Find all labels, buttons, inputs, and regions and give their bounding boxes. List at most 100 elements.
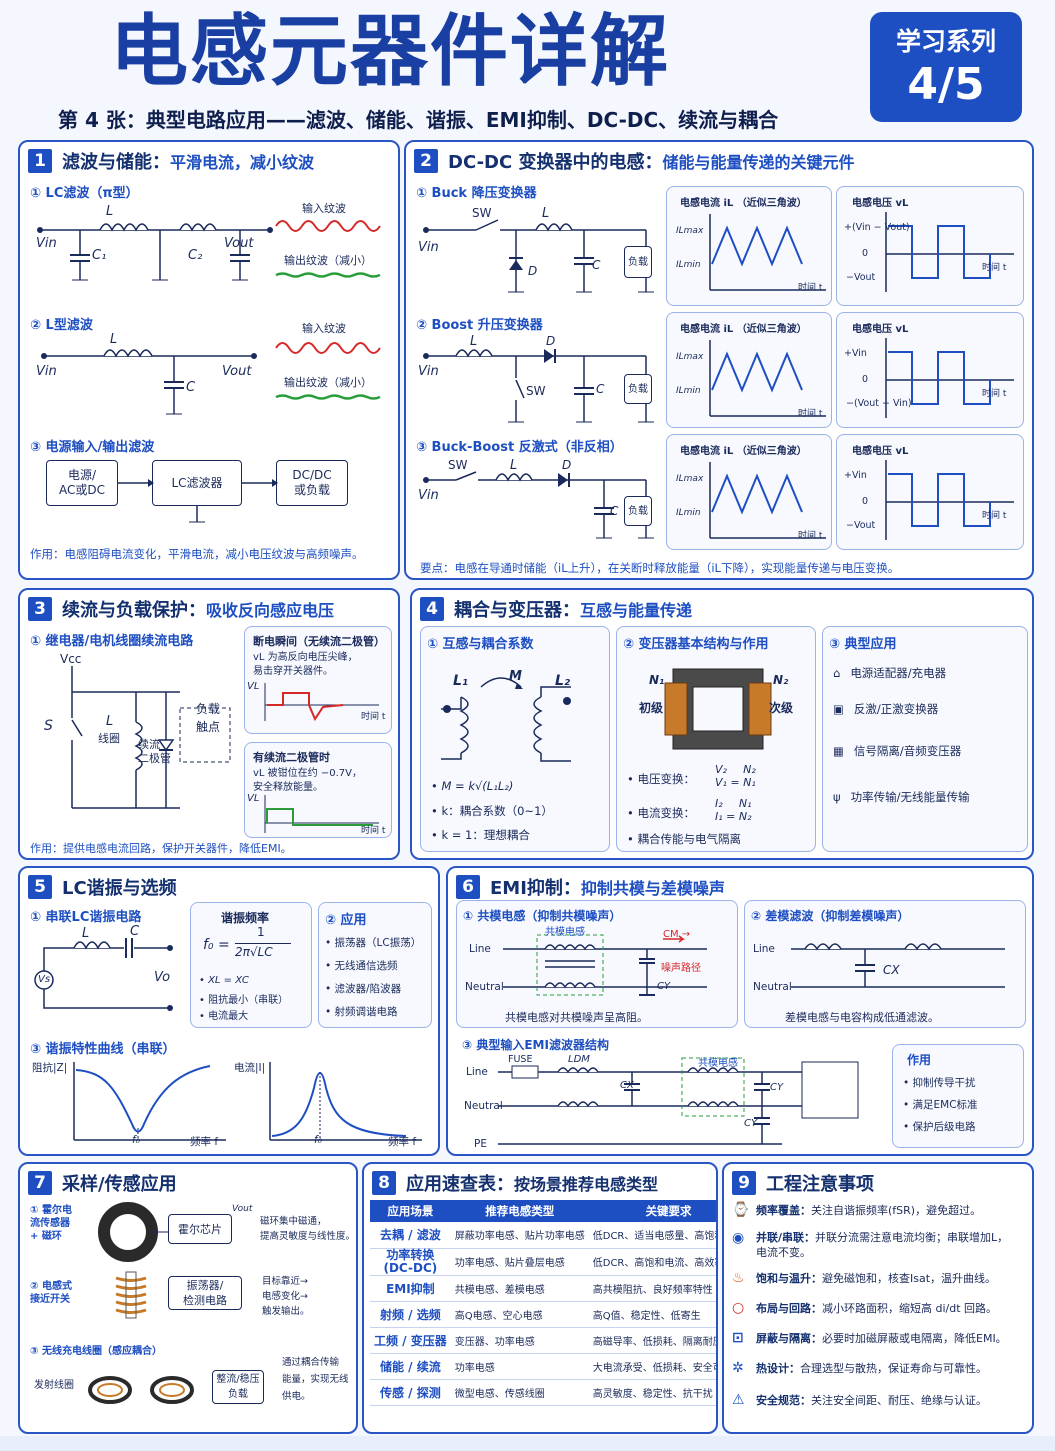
- section-number: 8: [372, 1171, 396, 1195]
- section-title: EMI抑制：: [490, 878, 581, 899]
- subheading-boost: ② Boost 升压变换器: [416, 318, 543, 333]
- boost-circuit: [423, 349, 654, 423]
- input-ripple-wave: [275, 220, 381, 232]
- subheading-emi-filter: ③ 典型输入EMI滤波器结构: [462, 1038, 609, 1052]
- noise-path-label: 噪声路径: [661, 963, 701, 974]
- cy-label-4: CY: [744, 1118, 758, 1129]
- section-title: 滤波与储能：: [62, 152, 170, 173]
- apps-box: ③ 典型应用 ⌂电源适配器/充电器 ▣反激/正激变换器 ▦信号隔离/音频变压器 …: [822, 626, 1028, 852]
- impedance-curve: [73, 1062, 226, 1141]
- vl-zero-label: 0: [862, 248, 869, 259]
- subheading-mutual: ① 互感与耦合系数: [427, 637, 534, 652]
- app-item-flyback: ▣反激/正激变换器: [833, 702, 939, 716]
- page-subtitle: 第 4 张：典型电路应用——滤波、储能、谐振、EMI抑制、DC-DC、续流与耦合: [58, 108, 779, 132]
- with-diode-text: vL 被钳位在约 −0.7V， 安全释放能量。: [253, 768, 362, 793]
- vl-top-label: +(Vin − Vout): [844, 222, 910, 233]
- note-item-layout: ○布局与回路：减小环路面积，缩短高 di/dt 回路。: [732, 1300, 998, 1316]
- table-row: EMI抑制共模电感、差模电感高共模阻抗、良好频率特性: [370, 1275, 716, 1302]
- boost-d: D: [546, 334, 556, 348]
- cx-label-2: CX: [620, 1080, 634, 1091]
- buck-c: C: [592, 258, 601, 272]
- section-number: 3: [28, 597, 52, 621]
- lc-app-item: • 无线通信选频: [325, 960, 398, 972]
- table-cell: 储能 / 续流: [370, 1353, 451, 1380]
- role-item: • 保护后级电路: [903, 1121, 976, 1133]
- block-arrows: [118, 479, 278, 523]
- emi-pe: PE: [474, 1138, 487, 1150]
- table-header: 应用场景: [370, 1200, 451, 1222]
- recommend-table: 应用场景 推荐电感类型 关键要求 去耦 / 滤波屏蔽功率电感、贴片功率电感低DC…: [370, 1200, 716, 1406]
- subheading-buckboost: ③ Buck-Boost 反激式（非反相）: [416, 440, 623, 455]
- buck-il-chart: [666, 186, 832, 306]
- panel2-note: 要点：电感在导通时储能（iL上升），在关断时释放能量（iL下降），实现能量传递与…: [420, 561, 900, 575]
- buckboost-vin: Vin: [418, 488, 439, 503]
- wireless-heading: ③ 无线充电线圈（感应耦合）: [30, 1346, 162, 1357]
- transformer-core: [664, 668, 772, 750]
- table-cell: 共模电感、差模电感: [450, 1275, 589, 1302]
- vl-square-wave: [885, 212, 1014, 292]
- cm-neutral: Neutral: [465, 981, 504, 993]
- vl-axis-1: VL: [247, 681, 260, 692]
- subheading-dm-filter: ② 差模滤波（抑制差模噪声）: [751, 909, 910, 923]
- f0-label-2: f₀: [314, 1134, 322, 1146]
- ilmin-label: ILmin: [676, 508, 701, 518]
- page-title: 电感元器件详解: [110, 7, 671, 97]
- time-label: 时间 t: [798, 531, 823, 541]
- warning-icon: ⚠: [732, 1392, 745, 1408]
- f0-label: f₀: [132, 1134, 140, 1146]
- table-cell: 工频 / 变压器: [370, 1327, 451, 1354]
- cx-label: CX: [883, 963, 900, 977]
- cm-choke-circuit: [503, 934, 707, 996]
- table-cell: 射频 / 选频: [370, 1301, 451, 1328]
- header: 电感元器件详解 学习系列 4/5 第 4 张：典型电路应用——滤波、储能、谐振、…: [0, 0, 1055, 140]
- vl-chart-title: 电感电压 vL: [852, 446, 909, 457]
- label-vin: Vin: [36, 236, 57, 251]
- label-c2: C₂: [188, 248, 203, 263]
- section-title: LC谐振与选频: [62, 878, 177, 899]
- equation-m: • M = k√(L₁L₂): [431, 779, 514, 793]
- note-item-safety: ⚠安全规范：关注安全间距、耐压、绝缘与认证。: [732, 1392, 987, 1408]
- hall-heading: ① 霍尔电 流传感器 + 磁环: [30, 1205, 72, 1242]
- il-chart-title: 电感电流 iL （近似三角波）: [680, 324, 807, 335]
- fuse-label: FUSE: [508, 1054, 533, 1065]
- block-power-source: 电源/ AC或DC: [46, 460, 118, 506]
- il-chart-title: 电感电流 iL （近似三角波）: [680, 446, 807, 457]
- cm-note: 共模电感对共模噪声呈高阻。: [505, 1011, 648, 1024]
- subheading-lc-pi: ① LC滤波（π型）: [30, 186, 139, 201]
- emi-line: Line: [466, 1066, 488, 1078]
- i-axis-label: 电流|I|: [234, 1062, 266, 1074]
- vl-top-label: +Vin: [844, 470, 867, 481]
- ilmin-label: ILmin: [676, 260, 701, 270]
- table-cell: 高Q值、稳定性、低寄生: [588, 1301, 716, 1328]
- tx-coil-label: 发射线圈: [34, 1380, 74, 1391]
- role-title: 作用: [907, 1053, 932, 1067]
- buckboost-sw: SW: [448, 458, 468, 472]
- label-secondary: 次级: [769, 701, 794, 715]
- boost-vl-chart: [836, 312, 1024, 428]
- table-cell: 大电流承受、低损耗、安全可靠: [588, 1353, 716, 1380]
- table-row: 射频 / 选频高Q电感、空心电感高Q值、稳定性、低寄生: [370, 1301, 716, 1328]
- panel1-note: 作用：电感阻碍电流变化，平滑电流，减小电压纹波与高频噪声。: [30, 547, 364, 561]
- wireless-coils: [88, 1376, 194, 1404]
- section-subtitle: 吸收反向感应电压: [206, 601, 335, 620]
- ilmax-label: ILmax: [676, 352, 704, 362]
- proximity-desc: 目标靠近→ 电感变化→ 触发输出。: [262, 1276, 310, 1317]
- spike-waveform: [264, 683, 379, 722]
- hall-chip: 霍尔芯片: [168, 1214, 232, 1244]
- parallel-icon: ◉: [732, 1230, 745, 1246]
- vl-bottom-label: −Vout: [846, 272, 876, 283]
- mutual-box: ① 互感与耦合系数 L₁ M L₂ • M = k√(L₁L₂) • k：耦合系…: [420, 626, 610, 852]
- label-coil: 线圈: [98, 732, 120, 745]
- voltage-transform: • 电压变换：: [627, 772, 695, 786]
- table-header: 关键要求: [588, 1200, 716, 1222]
- vl-axis-2: VL: [247, 793, 260, 804]
- vl-bottom-label: −(Vout − Vin): [846, 398, 912, 409]
- proximity-coil: [115, 1271, 147, 1319]
- section-title: 耦合与变压器：: [454, 600, 580, 621]
- boost-load: 负载: [624, 374, 652, 404]
- dm-line: Line: [753, 943, 775, 955]
- section-subtitle: 互感与能量传递: [580, 601, 693, 620]
